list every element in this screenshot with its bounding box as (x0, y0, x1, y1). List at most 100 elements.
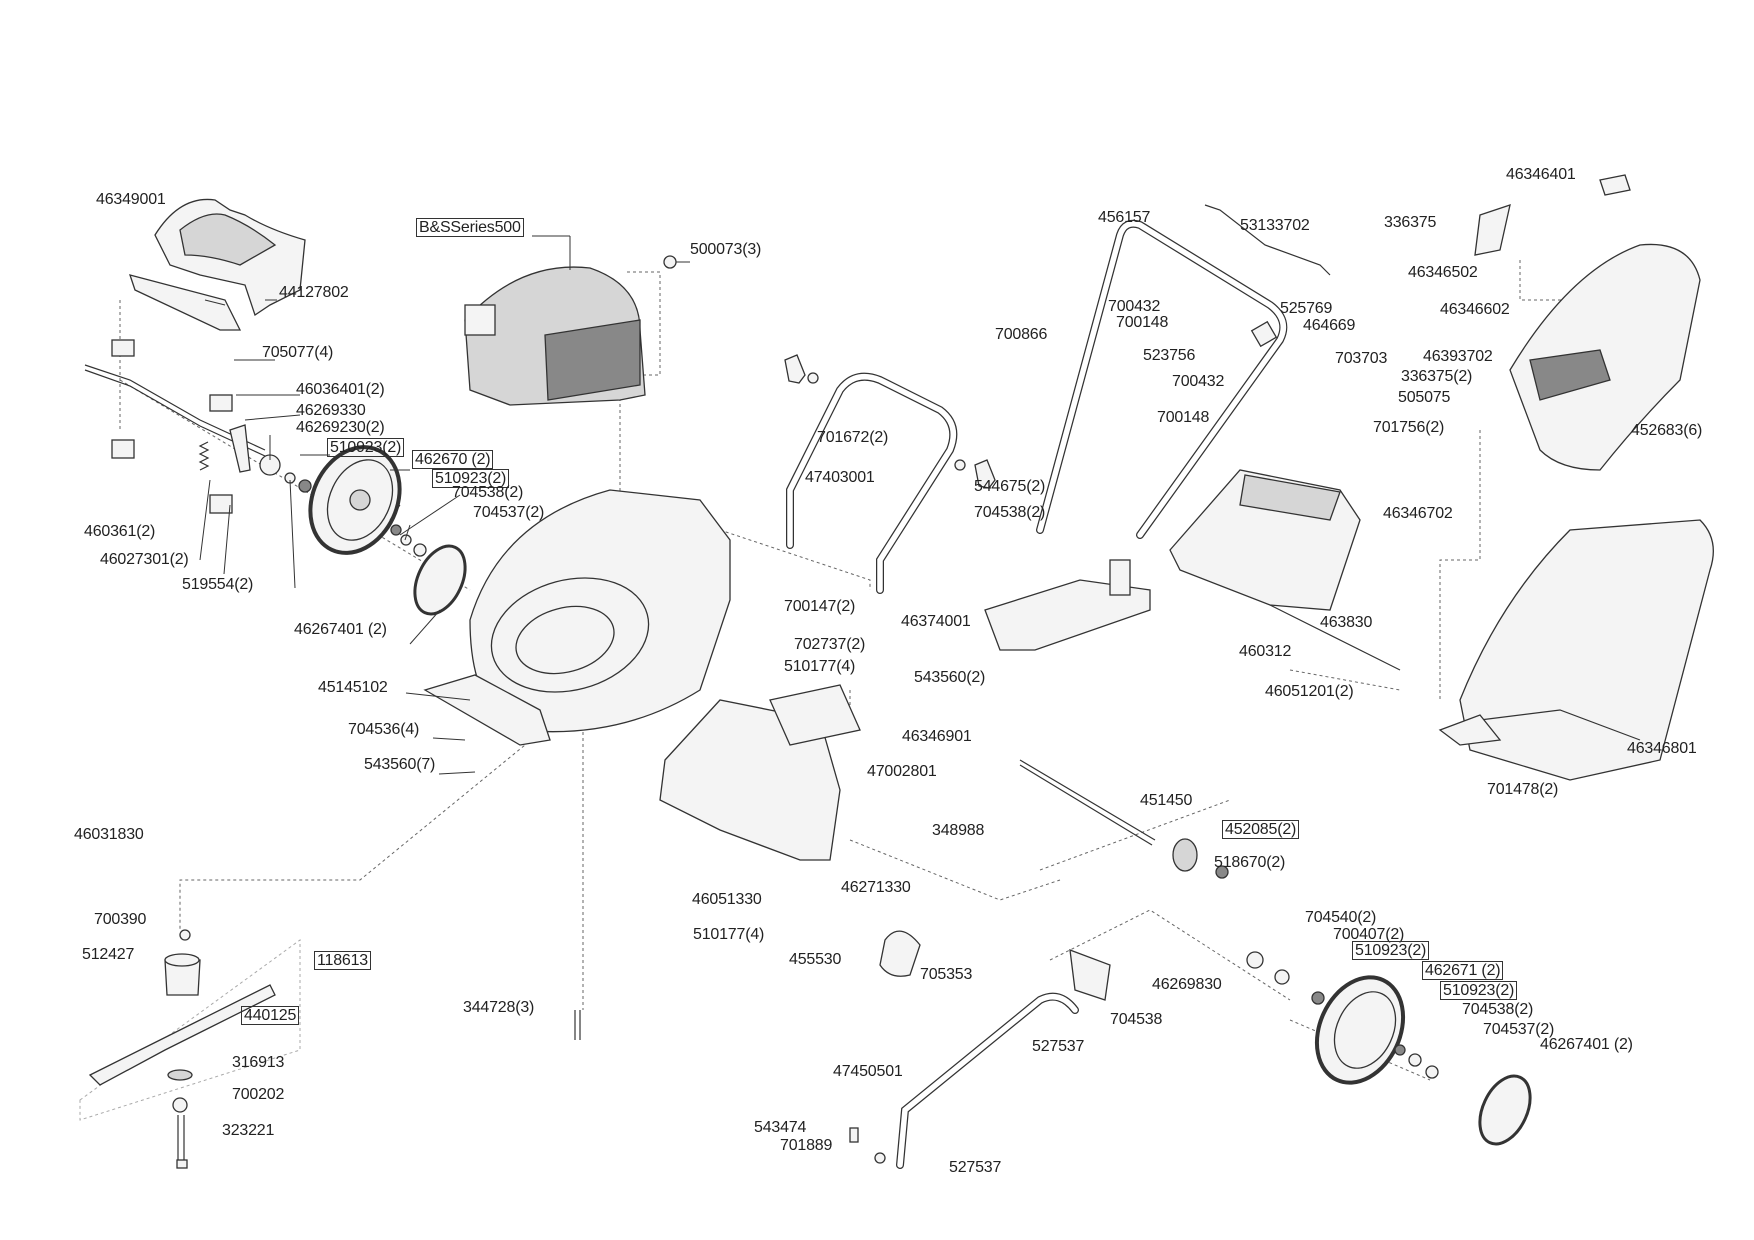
part-label-46269330: 46269330 (296, 402, 366, 419)
part-label-464669: 464669 (1303, 317, 1356, 334)
part-label-510923-d: 510923(2) (1440, 981, 1518, 1000)
part-label-700432-b: 700432 (1172, 373, 1225, 390)
part-label-544675: 544675(2) (974, 478, 1046, 495)
part-label-500073: 500073(3) (690, 241, 762, 258)
part-label-512427: 512427 (82, 946, 135, 963)
part-label-510177-b: 510177(4) (693, 926, 765, 943)
part-label-452085: 452085(2) (1222, 820, 1300, 839)
part-label-700148-a: 700148 (1116, 314, 1169, 331)
front-left-wheel (308, 445, 467, 616)
part-label-53133702: 53133702 (1240, 217, 1310, 234)
part-label-543560-a: 543560(7) (364, 756, 436, 773)
part-label-46267401-a: 46267401 (2) (294, 621, 387, 638)
part-label-505075: 505075 (1398, 389, 1451, 406)
part-label-46346602: 46346602 (1440, 301, 1510, 318)
part-label-705353: 705353 (920, 966, 973, 983)
part-label-704536: 704536(4) (348, 721, 420, 738)
part-label-527537-b: 527537 (949, 1159, 1002, 1176)
part-label-46269830: 46269830 (1152, 976, 1222, 993)
part-label-46269230: 46269230(2) (296, 419, 385, 436)
part-label-336375-a: 336375 (1384, 214, 1437, 231)
part-label-460312: 460312 (1239, 643, 1292, 660)
rear-axle (1019, 759, 1229, 879)
part-label-700407: 700407(2) (1333, 926, 1405, 943)
rear-chute (984, 559, 1151, 651)
part-label-440125: 440125 (241, 1006, 300, 1025)
part-label-543474: 543474 (754, 1119, 807, 1136)
grass-bag (1438, 519, 1714, 781)
height-lever (849, 930, 1111, 1169)
part-label-510923-a: 510923(2) (327, 438, 405, 457)
part-label-704538-a: 704538(2) (452, 484, 524, 501)
part-label-527537-a: 527537 (1032, 1038, 1085, 1055)
part-label-47450501: 47450501 (833, 1063, 903, 1080)
part-label-700202: 700202 (232, 1086, 285, 1103)
part-label-510177-a: 510177(4) (784, 658, 856, 675)
part-label-46036401: 46036401(2) (296, 381, 385, 398)
part-label-46346801: 46346801 (1627, 740, 1697, 757)
part-label-704538-d: 704538(2) (1462, 1001, 1534, 1018)
part-label-704538-b: 704538(2) (974, 504, 1046, 521)
part-label-705077: 705077(4) (262, 344, 334, 361)
part-label-46051330: 46051330 (692, 891, 762, 908)
part-label-451450: 451450 (1140, 792, 1193, 809)
engine (464, 255, 677, 406)
part-label-118613: 118613 (314, 951, 372, 970)
part-label-701756: 701756(2) (1373, 419, 1445, 436)
part-label-700148-b: 700148 (1157, 409, 1210, 426)
upper-handle (1036, 204, 1331, 539)
part-label-701889: 701889 (780, 1137, 833, 1154)
part-label-455530: 455530 (789, 951, 842, 968)
part-label-704540: 704540(2) (1305, 909, 1377, 926)
lower-handle (784, 354, 996, 594)
part-label-704537-b: 704537(2) (1483, 1021, 1555, 1038)
part-label-46027301: 46027301(2) (100, 551, 189, 568)
part-label-704537-a: 704537(2) (473, 504, 545, 521)
part-label-701672: 701672(2) (817, 429, 889, 446)
part-label-46051201: 46051201(2) (1265, 683, 1354, 700)
part-label-519554: 519554(2) (182, 576, 254, 593)
part-label-452683: 452683(6) (1631, 422, 1703, 439)
grass-catcher-top (1474, 174, 1701, 471)
part-label-701478: 701478(2) (1487, 781, 1559, 798)
rear-collector-frame (659, 684, 861, 861)
part-label-46267401-b: 46267401 (2) (1540, 1036, 1633, 1053)
part-label-46031830: 46031830 (74, 826, 144, 843)
part-label-46393702: 46393702 (1423, 348, 1493, 365)
part-label-700432-a: 700432 (1108, 298, 1161, 315)
part-label-323221: 323221 (222, 1122, 275, 1139)
part-label-460361: 460361(2) (84, 523, 156, 540)
part-label-518670: 518670(2) (1214, 854, 1286, 871)
part-label-46346702: 46346702 (1383, 505, 1453, 522)
part-label-344728: 344728(3) (463, 999, 535, 1016)
part-label-704538-c: 704538 (1110, 1011, 1163, 1028)
part-label-336375-b: 336375(2) (1401, 368, 1473, 385)
part-label-bs-series: B&SSeries500 (416, 218, 524, 237)
part-label-47002801: 47002801 (867, 763, 937, 780)
part-label-510923-b: 510923(2) (432, 469, 510, 488)
part-label-462671: 462671 (2) (1422, 961, 1504, 980)
part-label-46346901: 46346901 (902, 728, 972, 745)
part-label-523756: 523756 (1143, 347, 1196, 364)
part-label-700147: 700147(2) (784, 598, 856, 615)
mower-deck (423, 489, 731, 746)
part-label-46271330: 46271330 (841, 879, 911, 896)
deflector-cover (129, 198, 306, 331)
part-label-47403001: 47403001 (805, 469, 875, 486)
part-label-45145102: 45145102 (318, 679, 388, 696)
leader-lines (199, 235, 690, 775)
part-label-703703: 703703 (1335, 350, 1388, 367)
rear-flap (1169, 469, 1401, 671)
part-label-510923-c: 510923(2) (1352, 941, 1430, 960)
part-label-316913: 316913 (232, 1054, 285, 1071)
part-label-46349001: 46349001 (96, 191, 166, 208)
part-label-543560-b: 543560(2) (914, 669, 986, 686)
part-label-46346502: 46346502 (1408, 264, 1478, 281)
part-label-525769: 525769 (1280, 300, 1333, 317)
height-adjust-axle (84, 339, 312, 514)
blade-assembly (88, 929, 581, 1169)
rear-right-wheel (1246, 951, 1532, 1146)
part-label-702737: 702737(2) (794, 636, 866, 653)
part-label-456157: 456157 (1098, 209, 1151, 226)
